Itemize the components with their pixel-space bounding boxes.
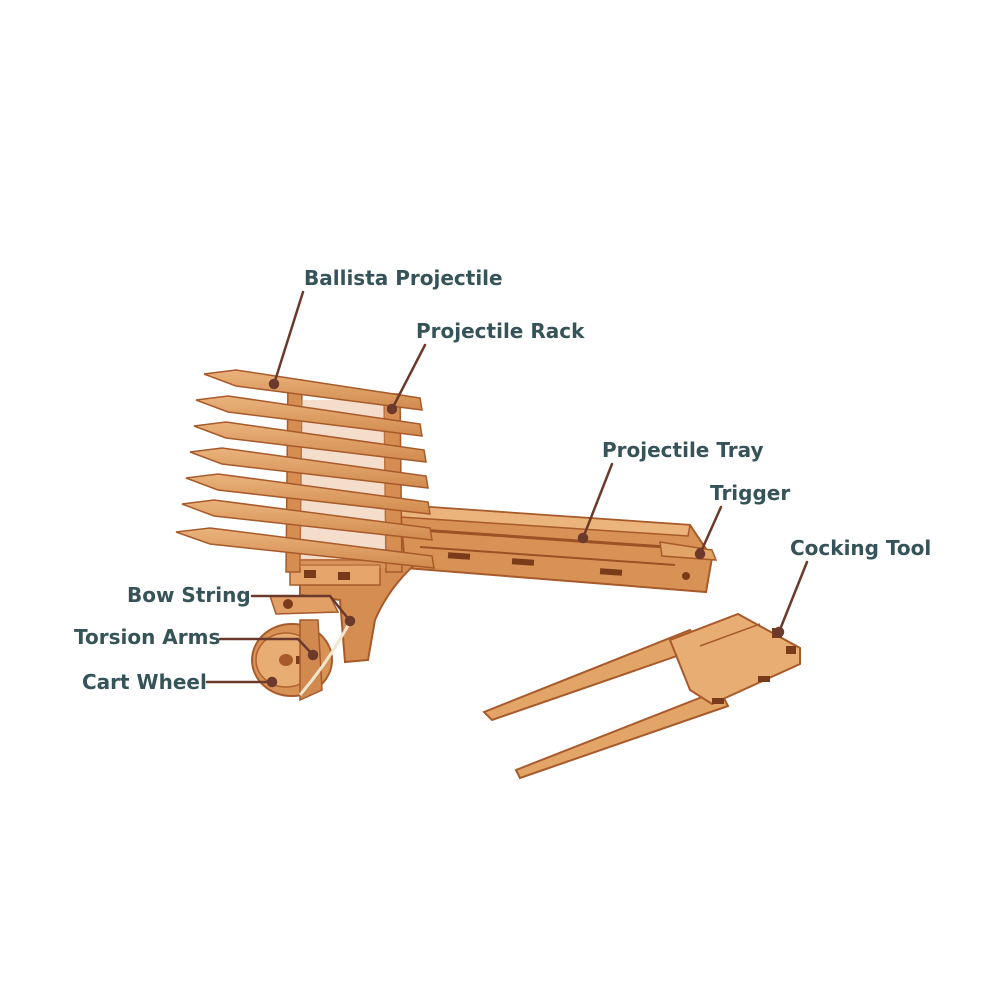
leader-dot-ballista-projectile — [268, 378, 280, 390]
leader-torsion-arms — [218, 637, 315, 657]
leader-trigger — [698, 505, 723, 556]
leader-dot-projectile-tray — [577, 532, 589, 544]
leader-dot-projectile-rack — [386, 403, 398, 415]
label-ballista-projectile: Ballista Projectile — [304, 266, 503, 290]
leader-projectile-tray — [581, 462, 614, 540]
label-cocking-tool: Cocking Tool — [790, 536, 932, 560]
label-projectile-rack: Projectile Rack — [416, 319, 585, 343]
label-trigger: Trigger — [710, 481, 791, 505]
leader-projectile-rack — [390, 343, 427, 411]
projectile-tray-part — [398, 503, 714, 594]
label-projectile-tray: Projectile Tray — [602, 438, 764, 462]
label-torsion-arms: Torsion Arms — [74, 625, 221, 649]
label-bow-string: Bow String — [127, 583, 251, 607]
leader-bow-string — [250, 594, 352, 623]
leader-cocking-tool — [777, 560, 809, 634]
label-cart-wheel: Cart Wheel — [82, 670, 207, 694]
leader-dot-bow-string — [344, 615, 356, 627]
bow-string-part — [298, 617, 354, 696]
leader-dot-cart-wheel — [266, 676, 278, 688]
base-support-part — [289, 559, 423, 664]
torsion-arms-part — [268, 595, 340, 702]
leader-ballista-projectile — [272, 290, 305, 386]
leader-dot-torsion-arms — [307, 649, 319, 661]
leader-dot-cocking-tool — [773, 626, 785, 638]
leader-dot-trigger — [694, 548, 706, 560]
ballista-projectiles — [175, 369, 435, 569]
cocking-tool-part — [482, 612, 801, 780]
